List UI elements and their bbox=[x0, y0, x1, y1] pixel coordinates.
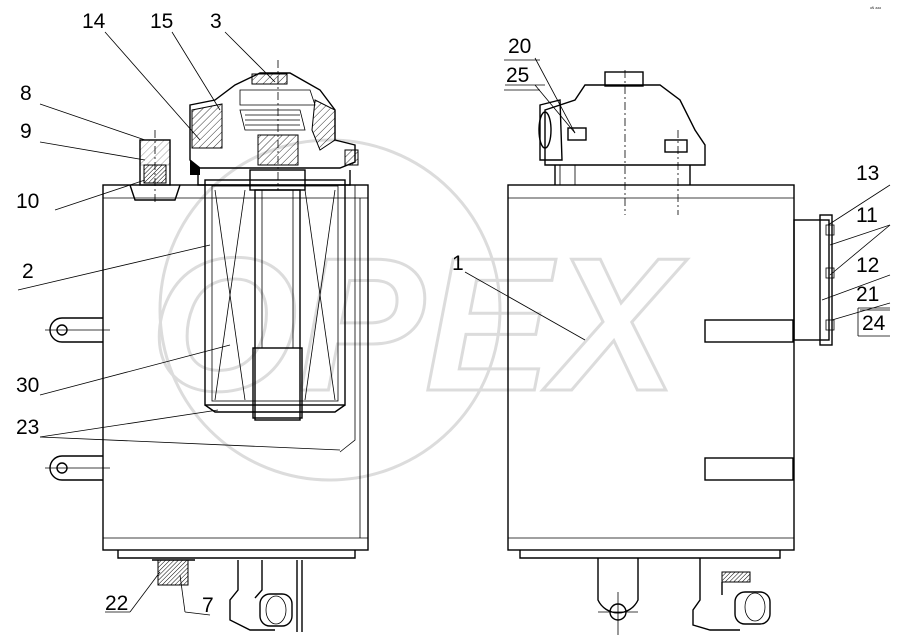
callout-20: 20 bbox=[508, 35, 531, 58]
outlet-elbow-left bbox=[229, 560, 303, 632]
strap-upper bbox=[704, 319, 794, 343]
mounting-lug-bottom-right bbox=[597, 558, 639, 635]
callout-8: 8 bbox=[20, 82, 32, 105]
callout-24: 24 bbox=[862, 312, 886, 335]
watermark: OPEX bbox=[149, 138, 690, 482]
breather-cap bbox=[129, 130, 181, 205]
callout-10: 10 bbox=[16, 190, 39, 213]
callout-3: 3 bbox=[210, 10, 222, 33]
callout-22: 22 bbox=[105, 592, 128, 615]
callout-25: 25 bbox=[506, 64, 529, 87]
side-flange bbox=[793, 214, 835, 346]
callout-13: 13 bbox=[856, 162, 879, 185]
corner-mark: ᵃᴺ ᵃᵃᵃ bbox=[870, 6, 881, 12]
callout-30: 30 bbox=[16, 374, 39, 397]
filter-head-right bbox=[538, 71, 706, 186]
watermark-text: OPEX bbox=[150, 219, 688, 431]
callout-11: 11 bbox=[856, 204, 878, 227]
callout-2: 2 bbox=[22, 260, 34, 283]
leader-lines bbox=[17, 31, 891, 616]
mounting-lug-upper-left bbox=[45, 317, 110, 343]
drain-plug bbox=[152, 559, 195, 586]
mounting-lug-lower-left bbox=[45, 455, 110, 481]
tank-body-right bbox=[507, 184, 795, 551]
callout-23: 23 bbox=[16, 416, 39, 439]
callout-14: 14 bbox=[82, 10, 106, 33]
filter-head bbox=[189, 60, 359, 190]
strap-lower bbox=[704, 457, 794, 481]
outlet-elbow-right bbox=[692, 558, 771, 631]
callout-9: 9 bbox=[20, 120, 32, 143]
callout-labels: 14 15 3 8 9 10 2 30 23 22 7 20 25 1 13 1… bbox=[16, 10, 890, 617]
right-view-exterior bbox=[507, 70, 835, 635]
callout-15: 15 bbox=[150, 10, 173, 33]
callout-7: 7 bbox=[202, 594, 214, 617]
callout-1: 1 bbox=[452, 252, 464, 275]
callout-12: 12 bbox=[856, 254, 879, 277]
left-view-section bbox=[45, 60, 369, 632]
filter-element bbox=[204, 169, 346, 421]
callout-21: 21 bbox=[856, 283, 879, 306]
